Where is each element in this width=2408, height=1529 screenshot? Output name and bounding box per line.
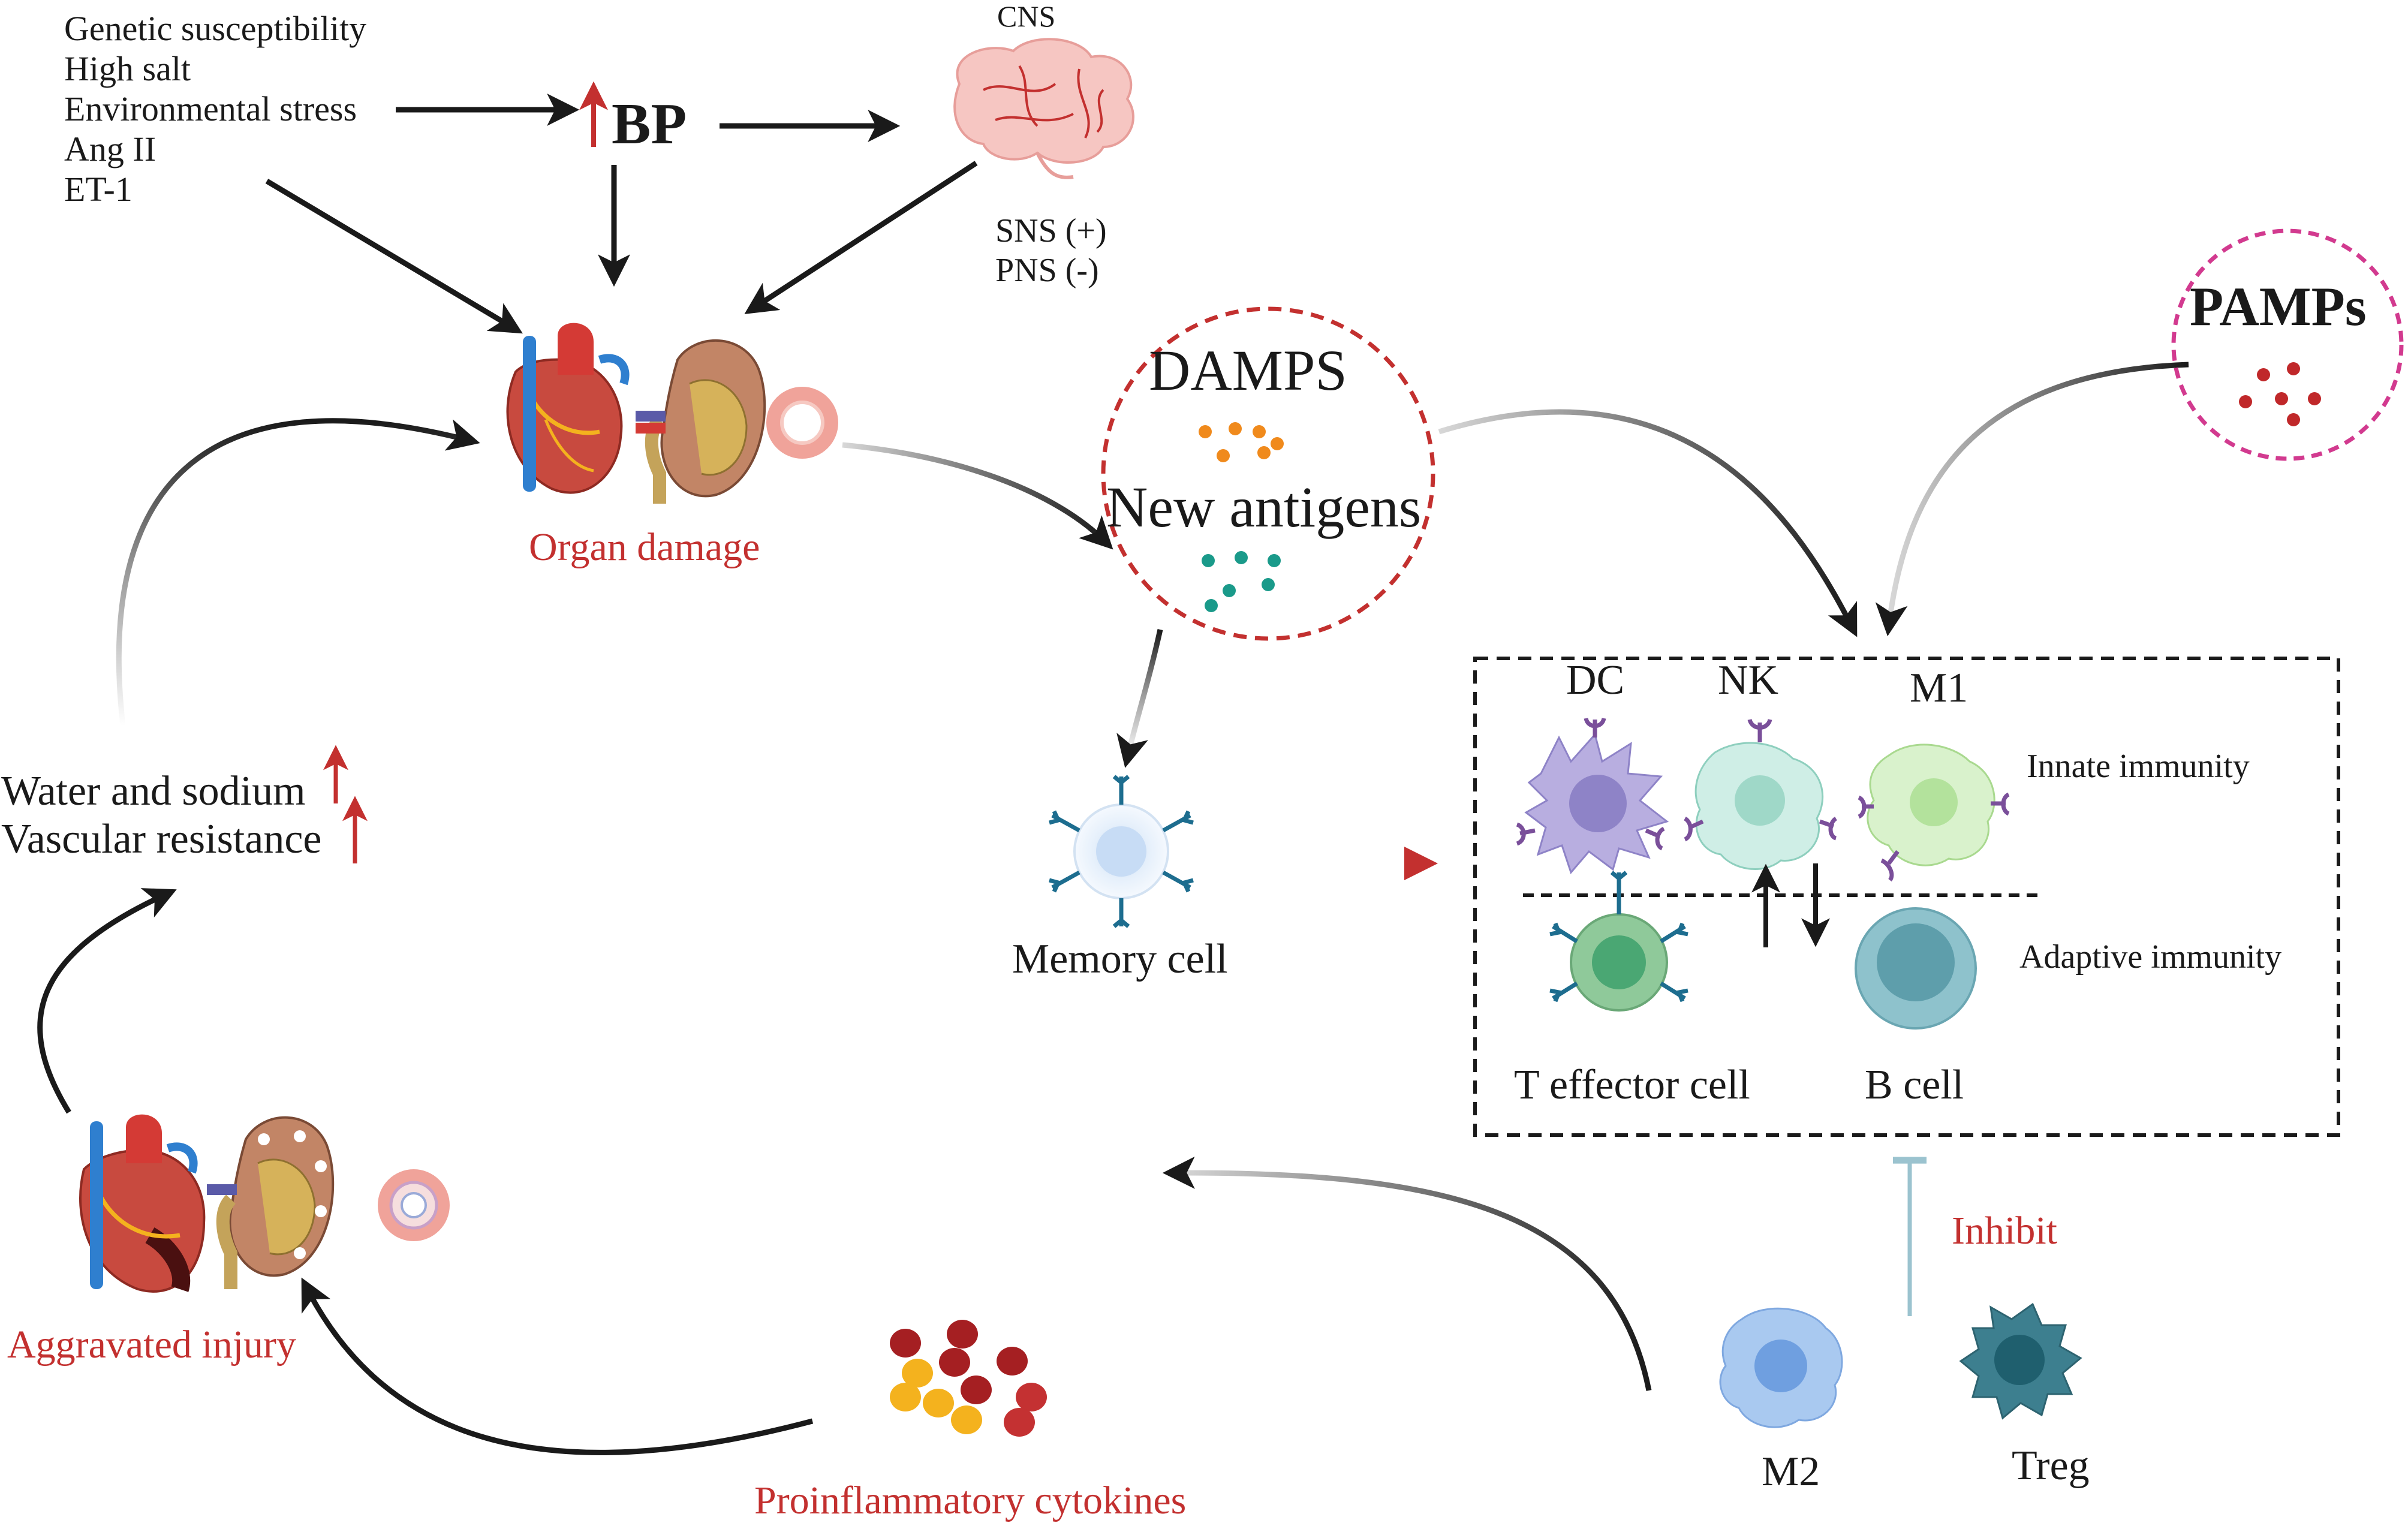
aggravated-injury-label: Aggravated injury xyxy=(7,1323,297,1367)
autonomic-list: SNS (+) PNS (-) xyxy=(995,211,1107,290)
arrow-water-to-organs xyxy=(116,418,480,726)
damps-label: DAMPS xyxy=(1149,338,1347,402)
organ-damage-label: Organ damage xyxy=(529,525,760,569)
damps-circle xyxy=(1101,306,1435,641)
treg-cell-icon xyxy=(1959,1302,2082,1420)
arrow-aggravated-to-water xyxy=(37,888,177,1114)
risk-factor: ET-1 xyxy=(64,170,133,209)
proinflammatory-cytokines-label: Proinflammatory cytokines xyxy=(754,1479,1187,1522)
new-antigens-label: New antigens xyxy=(1106,475,1422,539)
heart-icon-bottom xyxy=(79,1114,206,1293)
arrow-immune-to-cytokines xyxy=(1162,1156,1652,1391)
kidney-icon-top xyxy=(636,339,766,504)
risk-factor: Ang II xyxy=(64,130,156,168)
autonomic-item: SNS (+) xyxy=(995,212,1107,249)
dc-cell-icon xyxy=(1516,717,1669,874)
antigen-particles xyxy=(1202,551,1281,612)
t-effector-cell-icon xyxy=(1549,871,1688,1012)
m1-label: M1 xyxy=(1910,665,1968,711)
risk-factor: High salt xyxy=(64,49,191,88)
arrow-pamps-to-immune xyxy=(1875,362,2189,637)
immune-box xyxy=(1473,657,2340,1137)
m1-cell-icon xyxy=(1858,744,2010,882)
cytokine-cluster xyxy=(890,1320,1047,1437)
connector-arrows xyxy=(37,94,2189,1455)
pamps-label: PAMPs xyxy=(2190,276,2367,337)
autonomic-item: PNS (-) xyxy=(995,252,1099,289)
arrow-damps-to-immune xyxy=(1438,409,1858,637)
bp-label: BP xyxy=(612,92,687,156)
vessel-icon-bottom xyxy=(378,1169,450,1241)
m2-label: M2 xyxy=(1762,1449,1820,1495)
nk-cell-icon xyxy=(1683,718,1838,870)
nk-label: NK xyxy=(1718,657,1779,703)
arrow-damps-to-memory xyxy=(1116,629,1163,768)
arrow-cytokines-to-aggravated xyxy=(301,1277,814,1455)
water-sodium-label: Water and sodium xyxy=(1,768,306,814)
inhibit-label: Inhibit xyxy=(1952,1209,2057,1253)
cns-label: CNS xyxy=(997,0,1056,33)
risk-factor: Environmental stress xyxy=(64,89,357,128)
treg-label: Treg xyxy=(2012,1443,2090,1489)
heart-icon-top xyxy=(506,323,630,494)
arrow-risk-to-organs xyxy=(265,179,523,334)
arrow-cns-to-organs xyxy=(744,161,978,314)
vascular-resistance-label: Vascular resistance xyxy=(1,816,322,862)
risk-factor: Genetic susceptibility xyxy=(64,9,367,48)
innate-immunity-label: Innate immunity xyxy=(2027,748,2250,785)
adaptive-immunity-label: Adaptive immunity xyxy=(2019,938,2282,976)
damps-particles xyxy=(1199,422,1284,462)
risk-factors-list: Genetic susceptibility High salt Environ… xyxy=(64,8,366,209)
b-cell-label: B cell xyxy=(1865,1062,1964,1108)
memory-cell-label: Memory cell xyxy=(1012,936,1228,982)
brain-icon xyxy=(953,38,1134,179)
vessel-icon-top xyxy=(766,387,838,459)
kidney-icon-bottom xyxy=(207,1116,335,1289)
t-effector-label: T effector cell xyxy=(1514,1062,1750,1108)
b-cell-icon xyxy=(1855,907,1977,1030)
pamps-circle xyxy=(2171,228,2404,461)
arrow-organs-to-damps xyxy=(842,442,1113,550)
memory-cell-icon xyxy=(1049,775,1194,928)
dc-label: DC xyxy=(1566,657,1625,703)
m2-cell-icon xyxy=(1719,1307,1843,1428)
